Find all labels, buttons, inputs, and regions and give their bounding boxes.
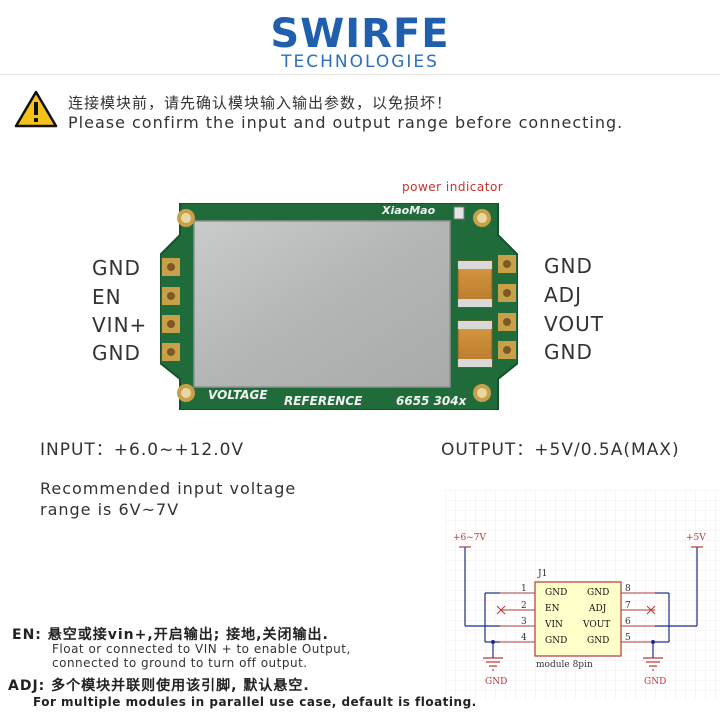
pin-num: 7 [625, 601, 631, 611]
ground-symbol [643, 657, 663, 671]
pin-num: 3 [521, 617, 527, 627]
no-connect-marker [496, 605, 656, 615]
warning-triangle-icon [14, 90, 58, 128]
pin-num: 6 [625, 617, 631, 627]
pin-name: EN [545, 604, 560, 614]
en-note-title: EN: 悬空或接vin+,开启输出; 接地,关闭输出. [12, 627, 329, 643]
right-pin-label: VOUT [544, 312, 604, 336]
pin-num: 8 [625, 584, 631, 594]
vin-net-label: +6~7V [453, 533, 487, 543]
silk-voltage: VOLTAGE [208, 388, 268, 402]
input-spec: INPUT：+6.0~+12.0V [40, 440, 245, 460]
pin-name: GND [545, 588, 568, 598]
j1-part-label: module 8pin [536, 660, 593, 670]
j1-body [534, 581, 622, 657]
power-indicator-label: power indicator [402, 180, 504, 194]
adj-note-body: For multiple modules in parallel use cas… [33, 695, 477, 709]
pcb-board: XiaoMao VOLTAGE REFERENCE 6655 304x [159, 202, 519, 411]
output-spec: OUTPUT：+5V/0.5A(MAX) [441, 440, 680, 460]
en-note-body: Float or connected to VIN + to enable Ou… [52, 642, 351, 670]
pin-num: 5 [625, 633, 631, 643]
gnd-label-right: GND [644, 677, 667, 687]
recommend-line-1: Recommended input voltage [40, 479, 297, 498]
warning-text-en: Please confirm the input and output rang… [68, 113, 624, 132]
power-led [453, 206, 465, 220]
left-pin-pads [162, 258, 180, 361]
right-pin-label: GND [544, 254, 593, 278]
silk-reference: REFERENCE [284, 394, 363, 408]
recommend-line-2: range is 6V~7V [40, 500, 180, 519]
silk-part-number: 6655 304x [396, 394, 467, 408]
right-pin-label: GND [544, 340, 593, 364]
right-pin-label: ADJ [544, 283, 582, 307]
en-note-line-2: connected to ground to turn off output. [52, 656, 308, 670]
pin-name: VOUT [583, 620, 611, 630]
shield-can [193, 220, 451, 388]
schematic-diagram: +6~7V +5V J1 module 8pin 1 2 3 4 GND EN … [445, 490, 720, 700]
board-brand-print: XiaoMao [382, 204, 436, 217]
left-pin-label: VIN+ [92, 313, 148, 337]
vout-net-label: +5V [686, 533, 706, 543]
left-pin-label: GND [92, 256, 141, 280]
pin-name: GND [587, 588, 610, 598]
recommend-text: Recommended input voltage range is 6V~7V [40, 478, 296, 520]
pin-name: GND [545, 636, 568, 646]
warning-text-cn: 连接模块前，请先确认模块输入输出参数，以免损坏！ [68, 94, 453, 112]
logo-subtitle: TECHNOLOGIES [281, 52, 439, 72]
pin-name: GND [587, 636, 610, 646]
gnd-label-left: GND [485, 677, 508, 687]
logo-wordmark: SWIRFE [270, 11, 450, 57]
ground-symbol [483, 657, 503, 671]
pin-num: 4 [521, 633, 527, 643]
pin-num: 1 [521, 584, 527, 594]
en-note-line-1: Float or connected to VIN + to enable Ou… [52, 642, 351, 656]
left-pin-label: EN [92, 285, 122, 309]
header-divider [0, 74, 720, 75]
left-pin-label: GND [92, 341, 141, 365]
adj-note-title: ADJ: 多个模块并联则使用该引脚, 默认悬空. [8, 678, 310, 694]
pin-num: 2 [521, 601, 527, 611]
right-pin-pads [498, 255, 516, 359]
pin-name: VIN [545, 620, 563, 630]
brand-logo: SWIRFE TECHNOLOGIES [0, 14, 720, 72]
pin-name: ADJ [589, 604, 607, 614]
j1-ref: J1 [538, 569, 548, 579]
